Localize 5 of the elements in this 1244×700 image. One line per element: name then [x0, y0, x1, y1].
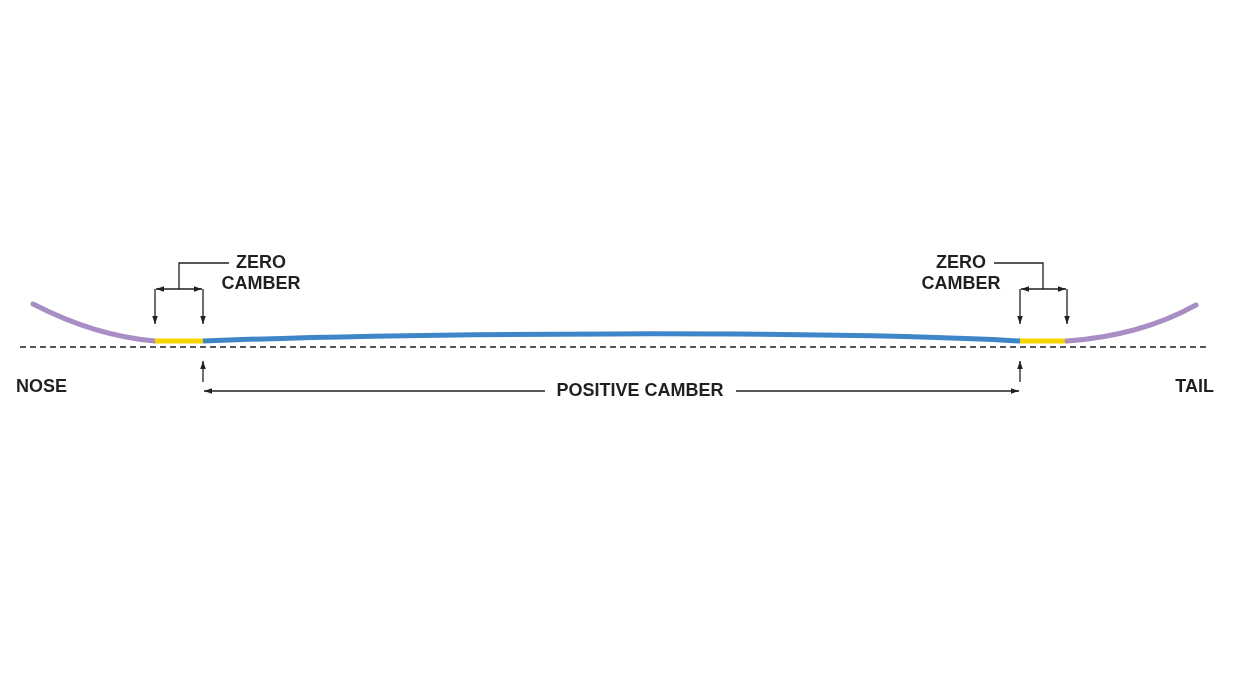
- dimension-label: ZERO CAMBER: [220, 252, 302, 294]
- dimension-label: NOSE: [16, 376, 68, 397]
- dimension-label: POSITIVE CAMBER: [555, 380, 725, 401]
- dimension-label: TAIL: [1174, 376, 1214, 397]
- dimension-label: ZERO CAMBER: [920, 252, 1002, 294]
